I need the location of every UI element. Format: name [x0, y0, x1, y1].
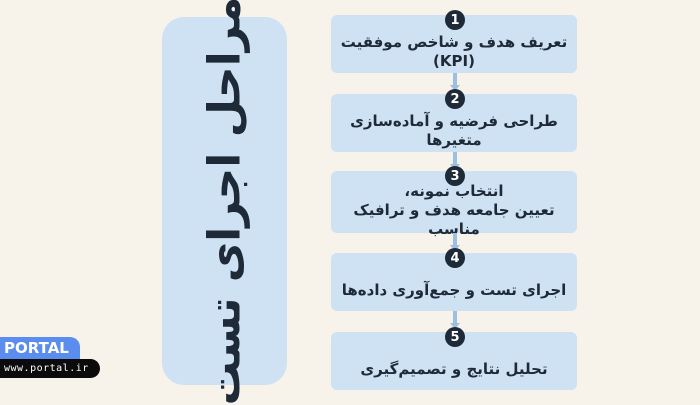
brand-url: www.portal.ir	[0, 359, 100, 378]
step-number-1: 1	[445, 10, 465, 30]
step-number-2: 2	[445, 89, 465, 109]
diagram-title: مراحل اجرای تست	[199, 0, 250, 405]
step-box-3: انتخاب نمونه، تعیین جامعه هدف و ترافیک م…	[331, 171, 577, 238]
step-number-3: 3	[445, 166, 465, 186]
brand-logo: PORTAL	[0, 337, 80, 359]
arrow-down-icon	[450, 73, 460, 91]
step-number-5: 5	[445, 327, 465, 347]
arrow-down-icon	[450, 311, 460, 329]
step-box-4: اجرای تست و جمع‌آوری داده‌ها	[331, 253, 577, 311]
step-number-4: 4	[445, 248, 465, 268]
title-panel: مراحل اجرای تست	[162, 0, 287, 405]
